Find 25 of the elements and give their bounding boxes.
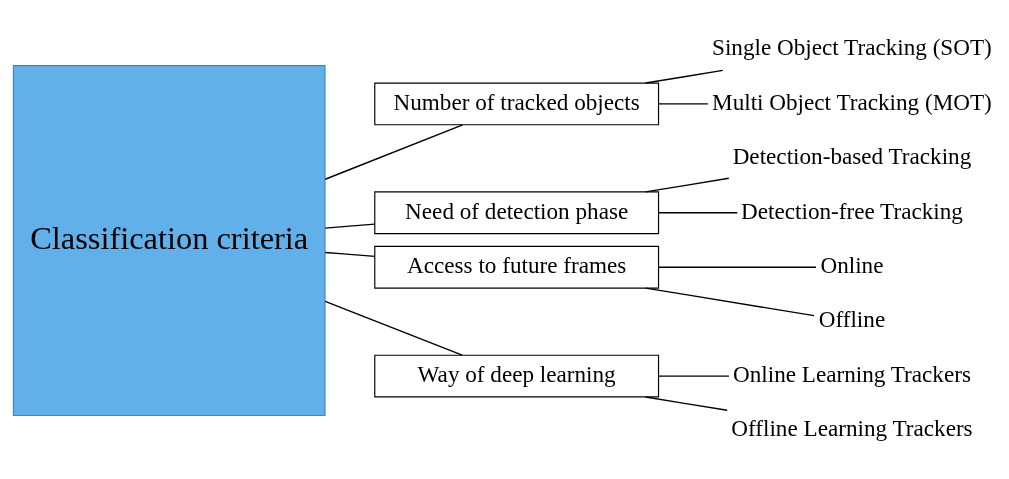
connector xyxy=(324,222,376,229)
connector xyxy=(657,266,817,268)
node-box: Classification criteria xyxy=(12,64,326,416)
connector xyxy=(644,395,728,411)
connector xyxy=(644,177,730,193)
connector xyxy=(324,123,464,180)
connector xyxy=(644,286,815,316)
node-text: Single Object Tracking (SOT) xyxy=(712,33,992,60)
node-box: Access to future frames xyxy=(374,245,660,289)
node-box: Way of deep learning xyxy=(374,354,660,397)
node-text: Online Learning Trackers xyxy=(732,360,971,387)
connector xyxy=(657,211,738,213)
node-box: Need of detection phase xyxy=(374,190,660,234)
connector xyxy=(657,374,730,377)
node-box: Number of tracked objects xyxy=(374,82,660,125)
node-text: Online xyxy=(820,251,884,278)
connector xyxy=(324,251,376,257)
node-text: Offline xyxy=(818,305,886,332)
connector xyxy=(644,69,724,84)
connector xyxy=(324,300,463,356)
node-text: Detection-based Tracking xyxy=(732,142,972,169)
node-text: Multi Object Tracking (MOT) xyxy=(712,88,992,115)
node-text: Detection-free Tracking xyxy=(741,197,963,224)
node-text: Offline Learning Trackers xyxy=(731,414,973,441)
connector xyxy=(657,102,709,105)
